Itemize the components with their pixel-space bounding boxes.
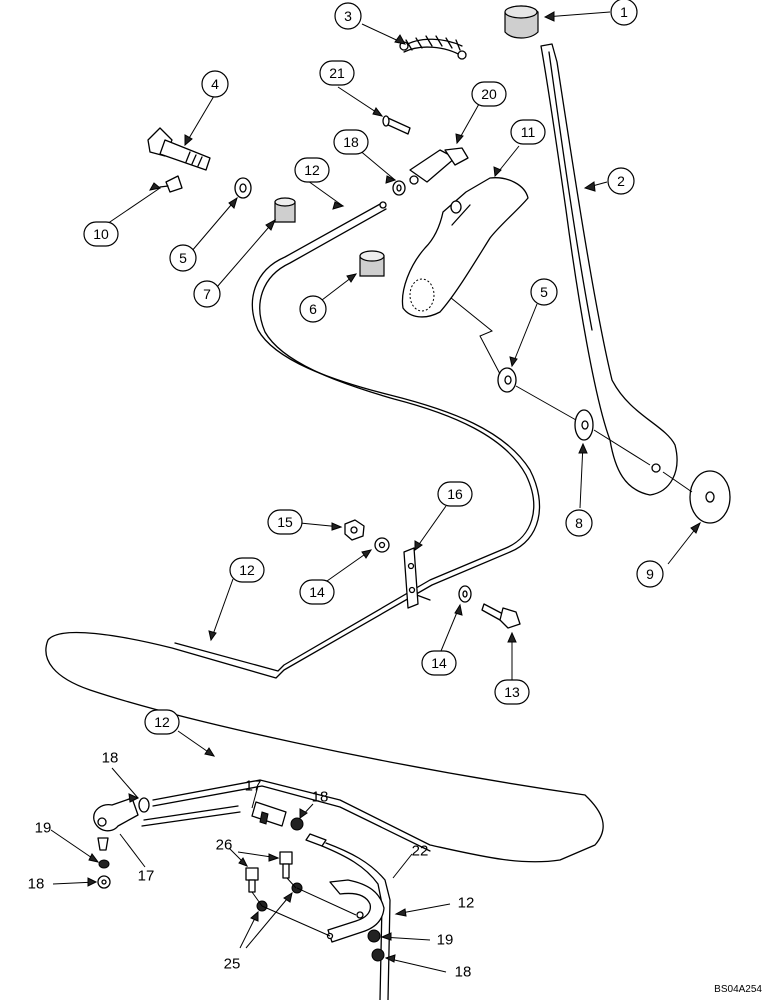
- callout-20[interactable]: 20: [471, 81, 507, 107]
- label-17-ball-joint[interactable]: 17: [138, 868, 155, 885]
- callout-13[interactable]: 13: [494, 679, 530, 705]
- drawing-code: BS04A254: [714, 984, 762, 995]
- label-17-rod-end[interactable]: 17: [245, 778, 262, 795]
- svg-text:14: 14: [431, 655, 447, 671]
- plain-labels: 18 17 18 19 17 18 26 22 12 19 25 18: [28, 750, 475, 981]
- control-rod: [45, 201, 604, 863]
- lever-knob: [504, 5, 539, 39]
- lower-nut: [97, 875, 111, 889]
- clevis: [409, 147, 469, 185]
- bracket-bolt-left: [245, 867, 259, 893]
- svg-text:3: 3: [344, 8, 352, 24]
- svg-text:10: 10: [93, 226, 109, 242]
- callout-5-right[interactable]: 5: [530, 278, 558, 306]
- large-washer: [689, 470, 731, 524]
- label-18-ball-nut[interactable]: 18: [102, 750, 119, 767]
- svg-text:5: 5: [179, 250, 187, 266]
- svg-text:21: 21: [329, 65, 345, 81]
- svg-text:7: 7: [203, 286, 211, 302]
- callout-3[interactable]: 3: [334, 2, 362, 30]
- callout-12-upper[interactable]: 12: [294, 157, 330, 183]
- label-18-rod-nut[interactable]: 18: [312, 789, 329, 806]
- svg-text:11: 11: [521, 124, 536, 140]
- bracket-nut: [344, 519, 365, 541]
- callout-bubbles: 1 2 3 4 5 5 6 7 8 9 10 11 12 12 12 13 14…: [83, 0, 664, 735]
- callout-15[interactable]: 15: [267, 509, 303, 535]
- callout-8[interactable]: 8: [565, 509, 593, 537]
- bushing-small: [274, 197, 296, 223]
- svg-text:4: 4: [211, 76, 219, 92]
- label-22-bracket[interactable]: 22: [412, 843, 429, 860]
- ball-joint-nut: [138, 797, 150, 813]
- label-25-lock-washers[interactable]: 25: [224, 956, 241, 973]
- rod-end: [141, 801, 287, 827]
- small-bolt: [159, 175, 183, 193]
- svg-text:14: 14: [309, 584, 325, 600]
- callout-18[interactable]: 18: [333, 129, 369, 155]
- svg-text:13: 13: [504, 684, 520, 700]
- return-spring: [399, 35, 467, 60]
- cable-nut: [371, 948, 385, 962]
- callout-leaders: [50, 11, 701, 973]
- svg-text:12: 12: [304, 162, 320, 178]
- label-26-bolts[interactable]: 26: [216, 837, 233, 854]
- callout-1[interactable]: 1: [610, 0, 638, 26]
- svg-text:16: 16: [447, 486, 463, 502]
- ball-joint: [93, 797, 139, 851]
- svg-text:15: 15: [277, 514, 293, 530]
- rod-bracket: [403, 547, 419, 609]
- callout-10[interactable]: 10: [83, 221, 119, 247]
- callout-5-left[interactable]: 5: [169, 244, 197, 272]
- callout-6[interactable]: 6: [299, 295, 327, 323]
- label-19-cable-washer[interactable]: 19: [437, 932, 454, 949]
- callout-11[interactable]: 11: [510, 119, 546, 145]
- bracket-bolt: [481, 603, 521, 629]
- svg-text:1: 1: [620, 4, 628, 20]
- rod-end-nut: [290, 817, 304, 831]
- callout-4[interactable]: 4: [201, 70, 229, 98]
- svg-text:12: 12: [239, 562, 255, 578]
- bracket-bolt-right: [279, 851, 293, 879]
- callout-21[interactable]: 21: [319, 60, 355, 86]
- bellcrank: [401, 177, 529, 318]
- callout-9[interactable]: 9: [636, 560, 664, 588]
- spacer-washer: [497, 367, 517, 393]
- shoulder-bolt: [147, 127, 211, 171]
- bushing-large: [359, 250, 385, 277]
- callout-14-upper[interactable]: 14: [299, 579, 335, 605]
- svg-text:2: 2: [617, 173, 625, 189]
- label-19-washer[interactable]: 19: [35, 820, 52, 837]
- bracket-washer-lower: [458, 585, 472, 603]
- label-18-cable-nut[interactable]: 18: [455, 964, 472, 981]
- clevis-nut: [392, 180, 406, 196]
- bolt-washer: [234, 177, 252, 199]
- callout-16[interactable]: 16: [437, 481, 473, 507]
- lock-washer-small: [98, 859, 110, 869]
- lever-washer: [574, 409, 594, 441]
- callout-7[interactable]: 7: [193, 280, 221, 308]
- label-12-cable[interactable]: 12: [458, 895, 475, 912]
- svg-text:20: 20: [481, 86, 497, 102]
- svg-text:18: 18: [343, 134, 359, 150]
- svg-text:9: 9: [646, 566, 654, 582]
- label-18-lower-nut[interactable]: 18: [28, 876, 45, 893]
- cable-washer: [367, 929, 381, 943]
- callout-12-middle[interactable]: 12: [229, 557, 265, 583]
- callout-2[interactable]: 2: [607, 167, 635, 195]
- svg-text:12: 12: [154, 714, 170, 730]
- main-lever: [540, 43, 678, 496]
- svg-text:8: 8: [575, 515, 583, 531]
- bracket-washer-upper: [374, 537, 390, 553]
- control-cable: [305, 833, 391, 1000]
- svg-text:5: 5: [540, 284, 548, 300]
- callout-14-lower[interactable]: 14: [421, 650, 457, 676]
- svg-text:6: 6: [309, 301, 317, 317]
- clevis-pin: [382, 115, 411, 135]
- callout-12-lower[interactable]: 12: [144, 709, 180, 735]
